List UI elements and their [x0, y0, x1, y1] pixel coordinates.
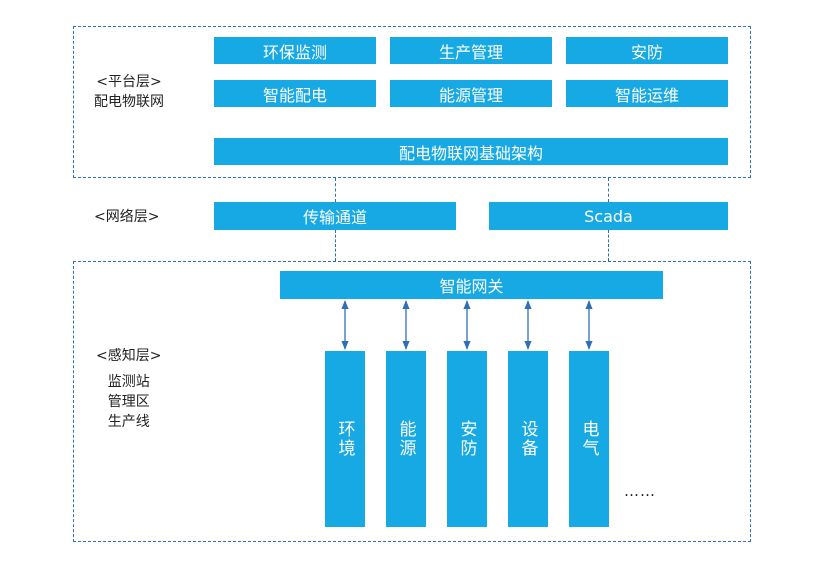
sensing-layer-label: <感知层> 监测站 管理区 生产线: [96, 346, 161, 432]
smart-gateway-block: 智能网关: [280, 271, 663, 299]
app-block-smart-om: 智能运维: [566, 80, 728, 107]
sensing-area-production-line: 生产线: [107, 414, 150, 430]
network-layer-label: <网络层>: [94, 209, 160, 225]
app-block-env-monitor: 环保监测: [214, 37, 376, 64]
sensing-area-monitoring-station: 监测站: [107, 374, 150, 390]
base-architecture-block: 配电物联网基础架构: [214, 138, 728, 165]
scada-block: Scada: [489, 202, 728, 230]
connector-right-upper: [608, 178, 609, 202]
connector-left-upper: [335, 178, 336, 202]
more-devices-ellipsis: ……: [624, 482, 656, 500]
app-block-energy-mgmt: 能源管理: [390, 80, 552, 107]
app-block-production-mgmt: 生产管理: [390, 37, 552, 64]
device-label-electrical: 电气: [578, 420, 599, 458]
device-label-env: 环境: [334, 420, 355, 458]
device-block-equipment: 设备: [508, 351, 548, 527]
device-label-security: 安防: [456, 420, 477, 458]
connector-right-lower: [608, 230, 609, 261]
platform-layer-box: [73, 26, 751, 178]
platform-layer-subtitle: 配电物联网: [94, 94, 164, 110]
connector-left-lower: [335, 230, 336, 261]
app-block-security: 安防: [566, 37, 728, 64]
device-block-electrical: 电气: [569, 351, 609, 527]
sensing-layer-title: <感知层>: [96, 348, 162, 364]
device-label-energy: 能源: [395, 420, 416, 458]
platform-layer-title: <平台层>: [96, 74, 162, 90]
device-block-env: 环境: [325, 351, 365, 527]
transmission-channel-block: 传输通道: [214, 202, 456, 230]
sensing-layer-box: [73, 261, 751, 542]
sensing-area-management-zone: 管理区: [107, 394, 150, 410]
platform-layer-label: <平台层> 配电物联网: [94, 72, 164, 112]
device-block-security: 安防: [447, 351, 487, 527]
device-block-energy: 能源: [386, 351, 426, 527]
app-block-smart-distribution: 智能配电: [214, 80, 376, 107]
device-label-equipment: 设备: [517, 420, 538, 458]
